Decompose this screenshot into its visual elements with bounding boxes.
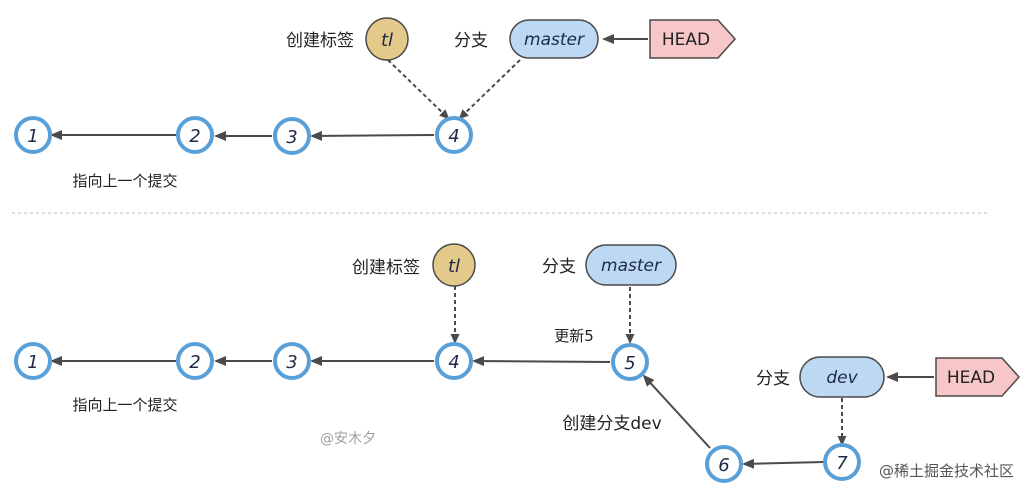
top-commit-3: 3 (273, 117, 311, 155)
top-arrow-4-to-3 (310, 130, 435, 141)
bottom-commit-1: 1 (14, 342, 52, 380)
bottom-commit-1-label: 1 (27, 352, 38, 373)
bottom-dev-caption: 分支 (756, 369, 790, 389)
bottom-commit-3-label: 3 (286, 352, 297, 373)
bottom-commit-5-label: 5 (624, 353, 635, 374)
author-watermark: @安木夕 (320, 431, 376, 447)
bottom-commit-4: 4 (435, 342, 473, 380)
bottom-tag-caption: 创建标签 (352, 258, 420, 278)
top-commit-2-label: 2 (189, 126, 200, 147)
top-head-label: HEAD (662, 30, 710, 50)
top-branch-name: master (524, 30, 585, 50)
bottom-arrow-note: 指向上一个提交 (72, 396, 177, 414)
bottom-create-dev-note: 创建分支dev (562, 414, 661, 434)
top-tag-pointer (387, 59, 450, 120)
bottom-update-note: 更新5 (554, 327, 594, 345)
top-arrow-note: 指向上一个提交 (72, 172, 177, 190)
bottom-branch-dev: dev (799, 356, 885, 398)
bottom-commit-7-label: 7 (836, 453, 848, 474)
top-commit-4: 4 (435, 116, 473, 154)
bottom-head-label: HEAD (947, 368, 995, 388)
bottom-arrow-6-to-5 (642, 374, 711, 449)
bottom-arrow-7-to-6 (742, 458, 825, 469)
top-tag-tl: tl (365, 17, 409, 61)
bottom-commit-3: 3 (273, 342, 311, 380)
bottom-commit-6-label: 6 (718, 455, 729, 476)
bottom-commit-2-label: 2 (189, 352, 200, 373)
bottom-dev-name: dev (826, 368, 858, 388)
bottom-head-flag: HEAD (935, 357, 1021, 397)
bottom-branch-master: master (585, 244, 677, 286)
bottom-diagram: 1 2 3 4 5 6 7 创建标签 tl (14, 243, 1021, 483)
bottom-commit-4-label: 4 (448, 352, 459, 373)
bottom-commit-2: 2 (176, 342, 214, 380)
top-branch-caption: 分支 (454, 31, 488, 51)
top-head-flag: HEAD (649, 19, 737, 59)
bottom-commit-5: 5 (611, 343, 649, 381)
bottom-tag-tl: tl (432, 243, 476, 287)
bottom-tag-name: tl (448, 256, 460, 277)
bottom-master-caption: 分支 (542, 257, 576, 277)
top-tag-caption: 创建标签 (286, 31, 354, 51)
top-branch-master: master (509, 19, 599, 59)
top-commit-1: 1 (14, 116, 52, 154)
top-tag-name: tl (381, 30, 393, 51)
top-commit-3-label: 3 (286, 127, 297, 148)
top-master-pointer (458, 59, 521, 120)
top-commit-2: 2 (176, 116, 214, 154)
bottom-commit-7: 7 (823, 443, 861, 481)
top-commit-1-label: 1 (27, 126, 38, 147)
site-watermark: @稀土掘金技术社区 (879, 462, 1014, 480)
bottom-commit-6: 6 (705, 445, 743, 483)
top-diagram: 1 2 3 4 创建标签 tl 分支 master HEAD (14, 17, 737, 190)
top-commit-4-label: 4 (448, 126, 459, 147)
bottom-arrow-5-to-4 (472, 356, 611, 367)
bottom-master-name: master (601, 256, 662, 276)
